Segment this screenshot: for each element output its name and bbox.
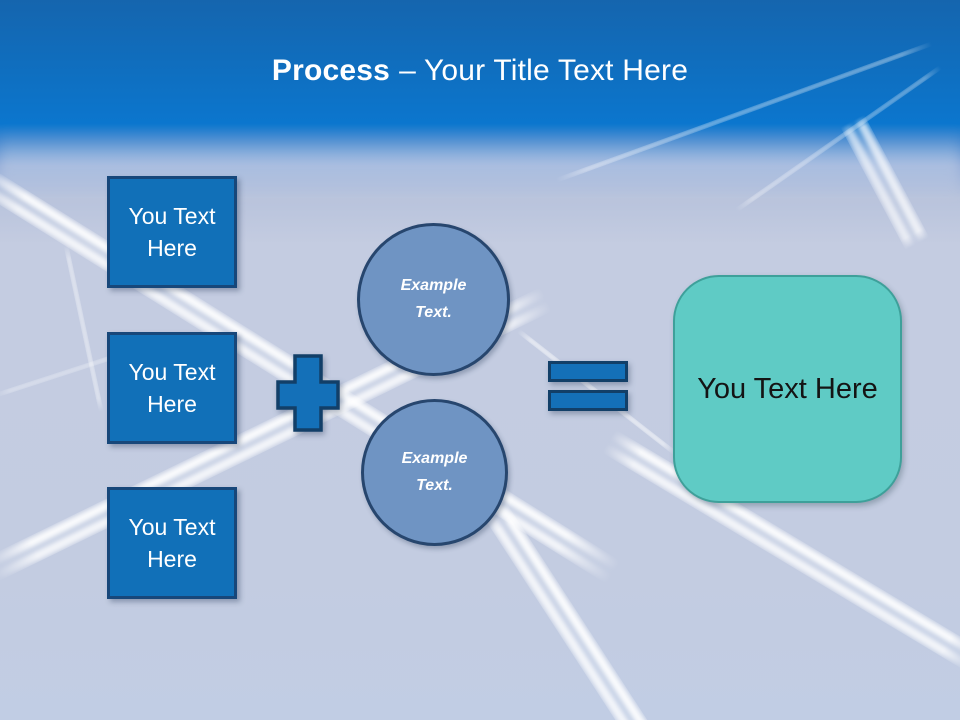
example-circle-1: Example Text. bbox=[357, 223, 510, 376]
input-box-3-label: You Text Here bbox=[128, 513, 216, 572]
title-emphasis: Process bbox=[271, 54, 391, 87]
example-circle-1-label: Example Text. bbox=[400, 277, 467, 321]
example-circle-2-label: Example Text. bbox=[401, 450, 468, 494]
equals-bar-bottom bbox=[548, 390, 628, 411]
title-text: – Your Title Text Here bbox=[399, 54, 689, 87]
equals-bar-top bbox=[548, 361, 628, 382]
contrail-streak bbox=[63, 244, 104, 413]
result-box-label: You Text Here bbox=[697, 372, 878, 405]
input-box-3: You Text Here bbox=[107, 487, 237, 599]
input-box-1-label: You Text Here bbox=[128, 202, 216, 261]
plus-icon bbox=[276, 354, 340, 437]
equals-icon bbox=[548, 361, 628, 411]
result-box: You Text Here bbox=[673, 275, 902, 503]
input-box-1: You Text Here bbox=[107, 176, 237, 288]
input-box-2-label: You Text Here bbox=[128, 358, 216, 417]
input-box-2: You Text Here bbox=[107, 332, 237, 444]
example-circle-2: Example Text. bbox=[361, 399, 508, 546]
slide-title: Process– Your Title Text Here bbox=[0, 54, 960, 88]
